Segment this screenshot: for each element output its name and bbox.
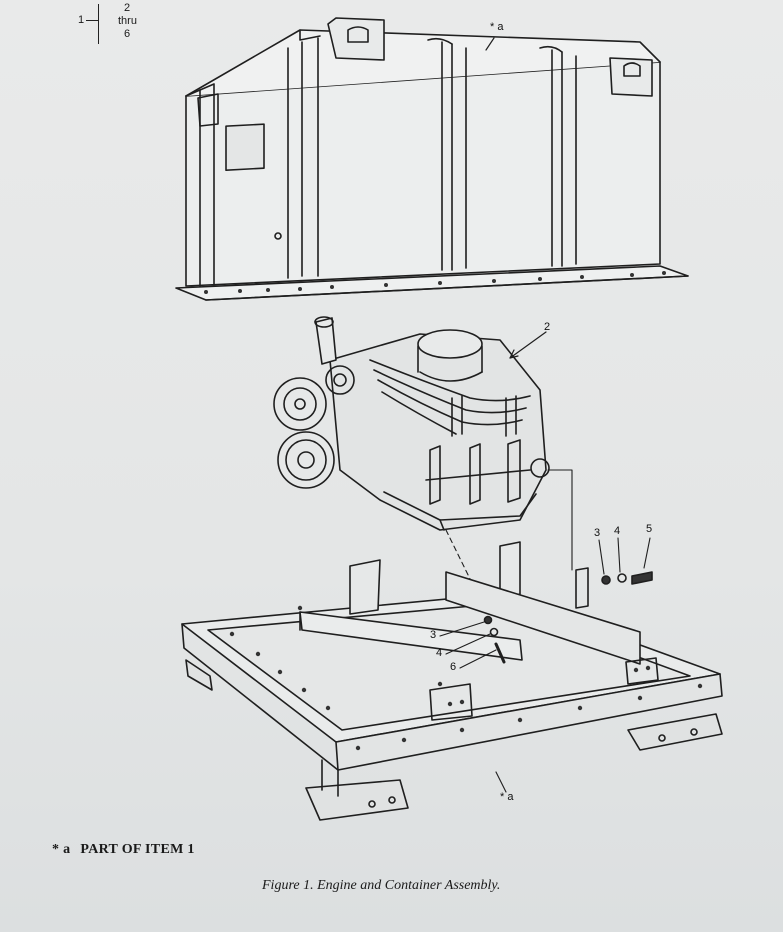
figure-caption: Figure 1. Engine and Container Assembly. (262, 878, 501, 893)
skid-base-drawing (181, 537, 723, 821)
callout-left-4: 4 (436, 647, 443, 659)
tree-connector (86, 20, 98, 21)
callout-right-5: 5 (646, 523, 653, 535)
callout-left-3: 3 (430, 629, 437, 641)
callout-right-3: 3 (594, 527, 601, 539)
engine-drawing (273, 316, 573, 641)
legend: * a PART OF ITEM 1 (52, 842, 195, 858)
legend-text: PART OF ITEM 1 (80, 842, 195, 857)
tree-child-first: 2 (124, 2, 131, 14)
callout-engine: 2 (544, 321, 551, 333)
tree-child-last: 6 (124, 28, 131, 40)
tree-child-thru: thru (118, 15, 137, 27)
legend-mark: * a (52, 842, 71, 857)
callout-left-6: 6 (450, 661, 457, 673)
tree-bracket (98, 4, 145, 44)
container-cover-drawing (175, 17, 689, 301)
tree-root-number: 1 (78, 14, 85, 26)
callout-right-4: 4 (614, 525, 621, 537)
callout-bottom-a: * a (500, 791, 514, 803)
callout-top-a: * a (490, 21, 504, 33)
